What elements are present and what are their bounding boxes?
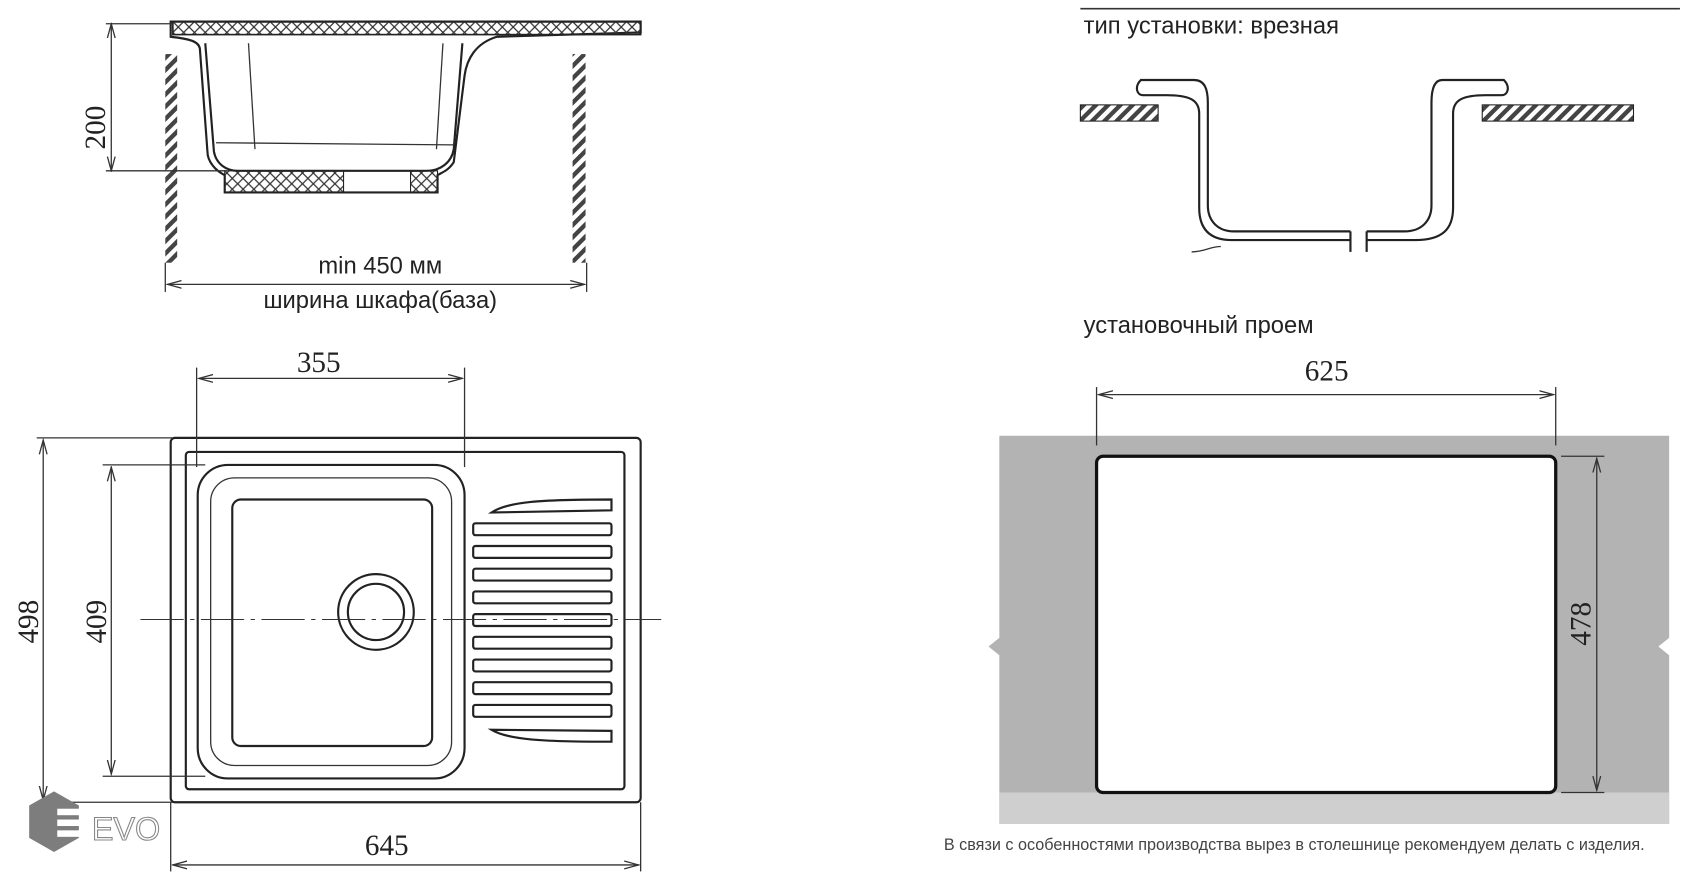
min-width-label: min 450 мм [318,253,442,280]
cutout-note: В связи с особенностями производства выр… [944,836,1645,854]
bowl-width-dimension: 355 [297,347,341,379]
cutout-opening [1094,454,1558,795]
cutout-title: установочный проем [1084,312,1314,339]
bowl-length-dimension: 409 [81,600,113,644]
installation-type-label: тип установки: врезная [1084,13,1339,40]
drainboard-ribs [472,498,613,743]
cabinet-width-label: ширина шкафа(база) [263,287,497,314]
cutout-depth-dimension: 478 [1565,602,1597,646]
depth-dimension: 200 [80,106,112,150]
cabinet-wall-right [572,54,586,263]
installation-section: тип установки: врезная [1079,7,1680,253]
drain-outer [337,573,415,651]
total-depth-dimension: 498 [13,600,45,644]
logo-text: EVO [92,811,160,847]
plan-view: 355 409 498 645 [13,347,662,872]
section-view: 200 min 450 мм ширина шкафа(база) [80,20,642,314]
evo-logo: EVO [29,791,161,852]
cutout-width-dimension: 625 [1305,356,1349,388]
cutout-section: установочный проем 625 478 В связи с осо… [944,312,1670,854]
cabinet-wall-left [165,54,178,263]
total-width-dimension: 645 [365,830,409,862]
